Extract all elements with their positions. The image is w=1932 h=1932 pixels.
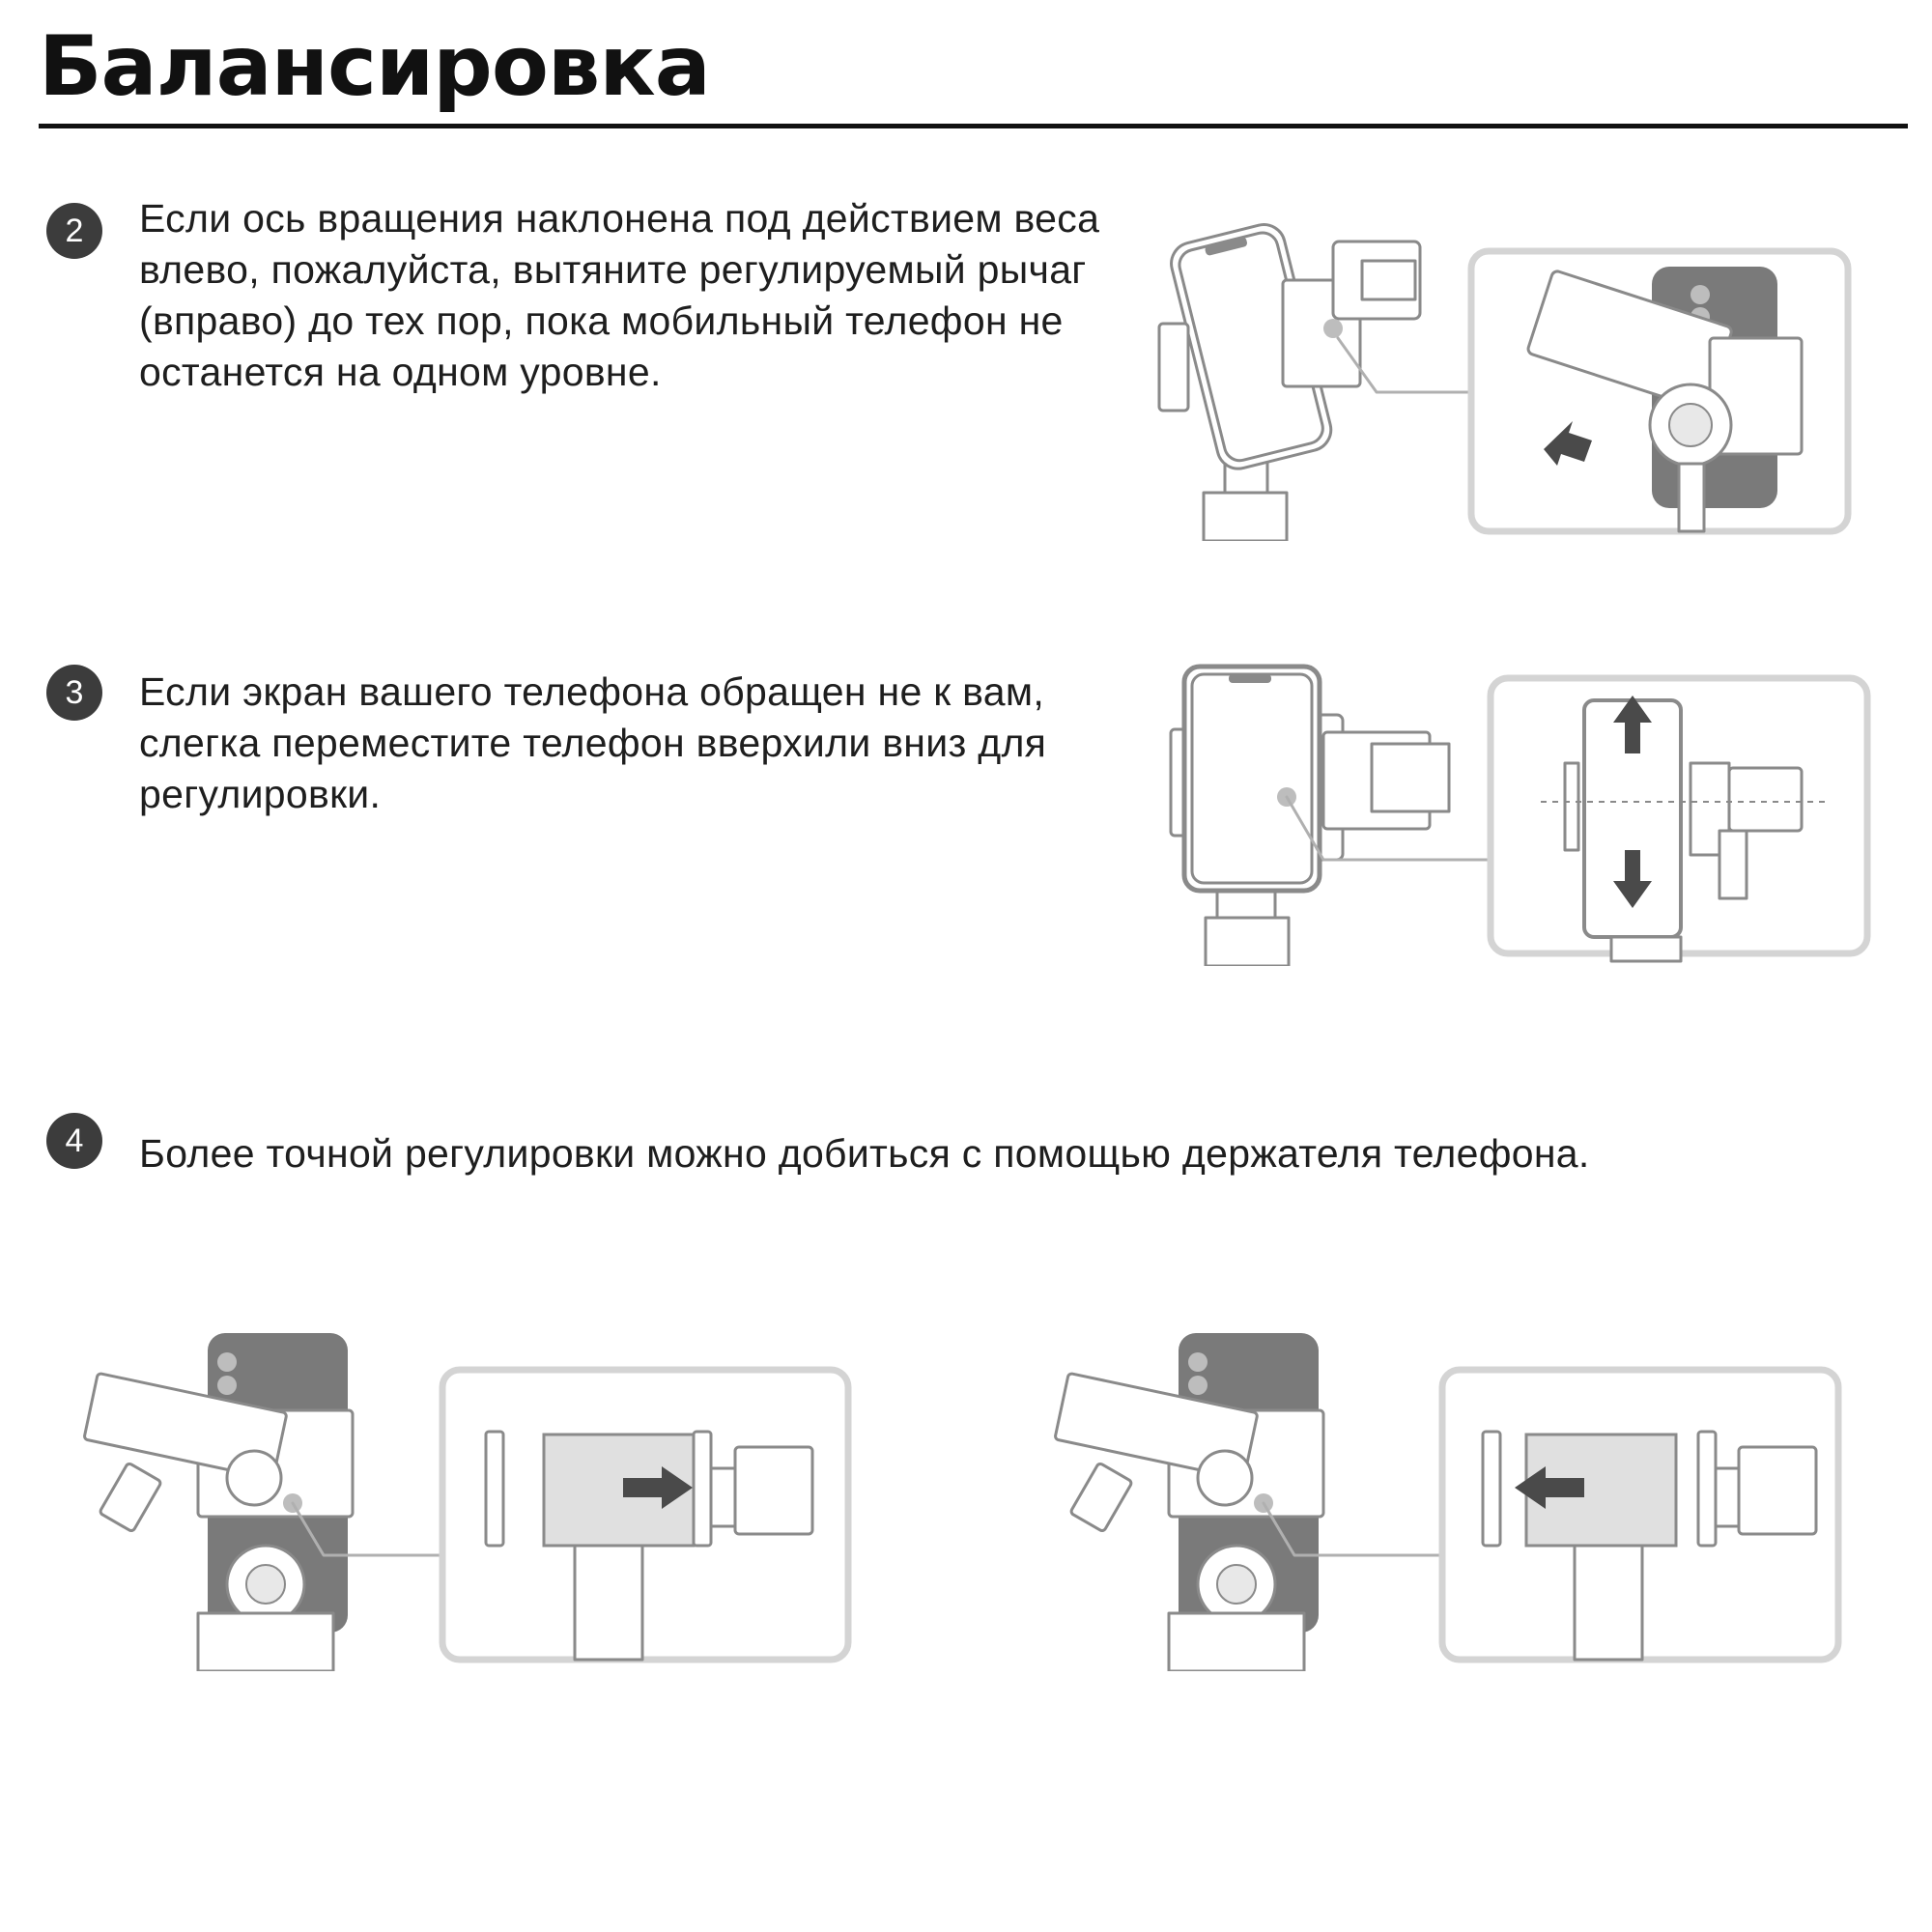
gimbal-tilted-phone-illustration bbox=[1157, 223, 1852, 541]
title-divider bbox=[39, 124, 1908, 128]
step-text: Более точной регулировки можно добиться … bbox=[139, 1131, 1590, 1176]
step-text: Если ось вращения наклонена под действие… bbox=[139, 196, 1100, 394]
gimbal-back-view-illustration bbox=[1054, 1333, 1842, 1671]
step-number-badge: 4 bbox=[46, 1113, 102, 1169]
step-number-badge: 3 bbox=[46, 665, 102, 721]
gimbal-front-phone-illustration bbox=[1169, 664, 1871, 966]
step-text: Если экран вашего телефона обращен не к … bbox=[139, 669, 1047, 816]
gimbal-back-view-illustration bbox=[83, 1333, 852, 1671]
page-title: Балансировка bbox=[39, 18, 711, 115]
step-number-badge: 2 bbox=[46, 203, 102, 259]
